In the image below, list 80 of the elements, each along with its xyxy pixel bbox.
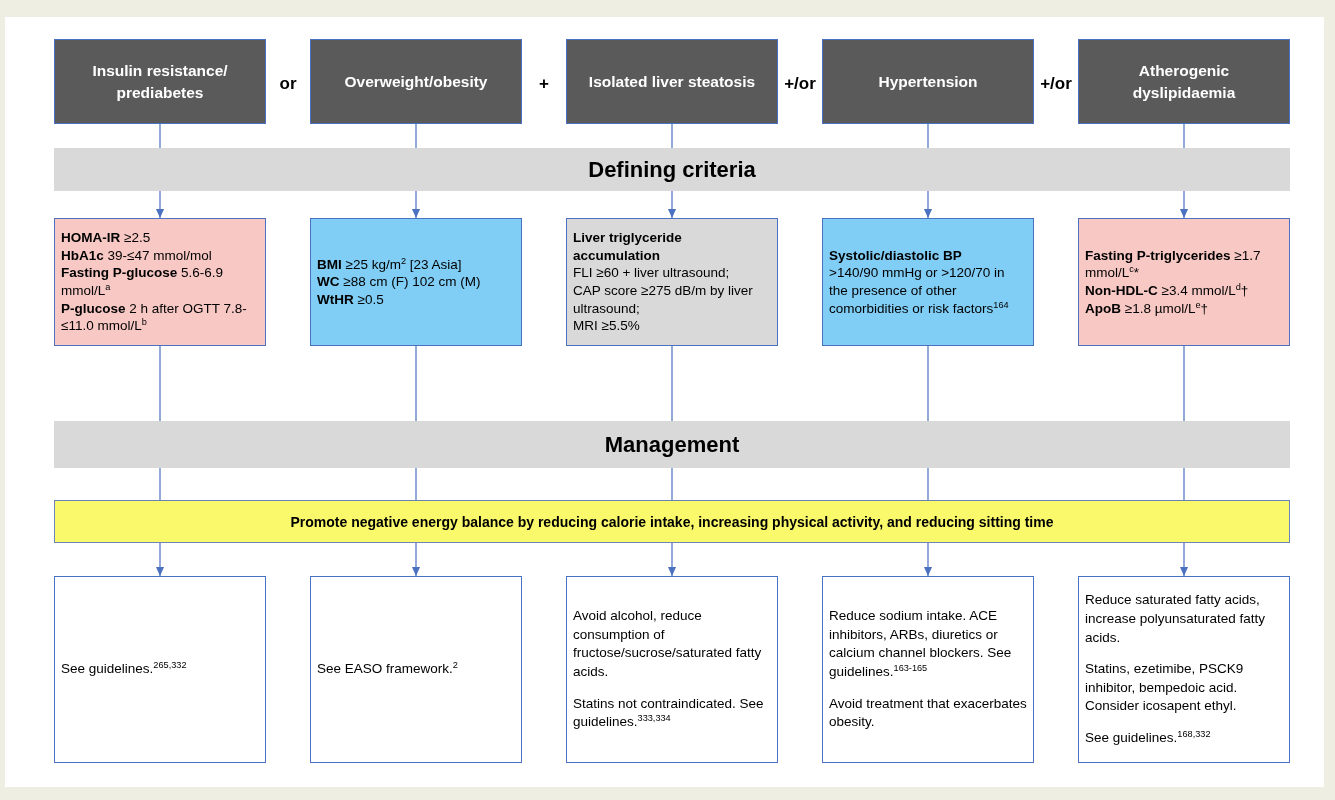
management-text: Statins, ezetimibe, PSCK9 inhibitor, bempedoic acid. Consider icosapent ethyl. [1085,660,1245,716]
connector-line [1183,123,1185,149]
section-heading: Management [604,431,740,458]
management-text: See guidelines.$^{265,332}$ [61,660,188,679]
condition-box [54,39,266,124]
condition-box [1078,39,1290,124]
connector-line [415,123,417,149]
management-text: Avoid treatment that exacerbates obesity. [829,694,1027,732]
criteria-heading: Systolic/diastolic BP [829,246,963,265]
connector-line [415,467,417,501]
criteria-box [822,218,1034,346]
criteria-text: Fasting P-glucose 5.6-6.9 mmol/L$^{a}$ [61,264,225,300]
section-header-band [54,148,1290,191]
connector-line [671,345,673,422]
condition-box [566,39,778,124]
operator-label: or [279,74,297,94]
management-text: Reduce sodium intake. ACE inhibitors, ARBs, diuretics or calcium channel blockers. See guidelines.$^{163-165}$ [829,607,1013,681]
condition-text: Isolated liver steatosis [588,71,756,92]
management-text: Statins not contraindicated. See guidelines.$^{333,334}$ [573,694,765,732]
management-box [566,576,778,763]
criteria-text: HOMA-IR ≥2.5 [61,229,152,247]
recommendation-banner [54,500,1290,543]
criteria-text: WtHR ≥0.5 [317,290,385,309]
criteria-text: WC ≥88 cm (F) 102 cm (M) [317,273,482,291]
connector-line [159,467,161,501]
condition-box [310,39,522,124]
section-header-band [54,421,1290,468]
operator-label: +/or [1040,74,1072,94]
connector-line [927,123,929,149]
arrow [667,190,677,219]
criteria-text: ApoB ≥1.8 µmol/L$^{e}$† [1085,299,1210,318]
operator-label: + [539,74,549,94]
management-text: Avoid alcohol, reduce consumption of fructose/sucrose/saturated fatty acids. [573,607,763,681]
management-text: See guidelines.$^{168,332}$ [1085,729,1212,748]
condition-text: Insulin resistance/ prediabetes [91,60,229,103]
connector-line [415,345,417,422]
arrow [667,542,677,577]
connector-line [671,123,673,149]
criteria-text: Non-HDL-C ≥3.4 mmol/L$^{d}$† [1085,282,1250,300]
criteria-text: FLI ≥60 + liver ultrasound; [573,264,731,282]
operator-label: +/or [784,74,816,94]
criteria-box [54,218,266,346]
criteria-box [310,218,522,346]
arrow [155,542,165,577]
criteria-text: Fasting P-triglycerides ≥1.7 mmol/L$^{c}$* [1085,246,1262,282]
condition-text: Overweight/obesity [344,71,488,92]
condition-box [822,39,1034,124]
management-text: See EASO framework.$^{2}$ [317,660,459,679]
criteria-text: P-glucose 2 h after OGTT 7.8-≤11.0 mmol/L$^{b}$ [61,299,248,335]
management-box [54,576,266,763]
condition-text: Hypertension [878,71,978,92]
connector-line [1183,467,1185,501]
connector-line [1183,345,1185,422]
arrow [155,190,165,219]
criteria-text: CAP score ≥275 dB/m by liver ultrasound; [573,282,754,318]
management-text: Reduce saturated fatty acids, increase polyunsaturated fatty acids. [1085,591,1267,647]
arrow [411,190,421,219]
criteria-text: HbA1c 39-≤47 mmol/mol [61,246,213,265]
management-box [1078,576,1290,763]
arrow [411,542,421,577]
connector-line [671,467,673,501]
criteria-heading: Liver triglyceride accumulation [573,229,683,265]
criteria-text: MRI ≥5.5% [573,317,641,335]
arrow [1179,542,1189,577]
criteria-box [1078,218,1290,346]
arrow [923,542,933,577]
connector-line [159,345,161,422]
arrow [923,190,933,219]
connector-line [927,467,929,501]
connector-line [159,123,161,149]
connector-line [927,345,929,422]
arrow [1179,190,1189,219]
criteria-text: BMI ≥25 kg/m$^{2}$ [23 Asia] [317,255,463,274]
management-box [310,576,522,763]
section-heading: Defining criteria [588,156,756,183]
management-box [822,576,1034,763]
banner-text: Promote negative energy balance by reducing calorie intake, increasing physical activity, and reducing sitting time [290,513,1054,530]
criteria-box [566,218,778,346]
criteria-text: >140/90 mmHg or >120/70 in the presence of other comorbidities or risk factors$^{164}$ [829,264,1010,318]
condition-text: Atherogenic dyslipidaemia [1131,60,1237,103]
